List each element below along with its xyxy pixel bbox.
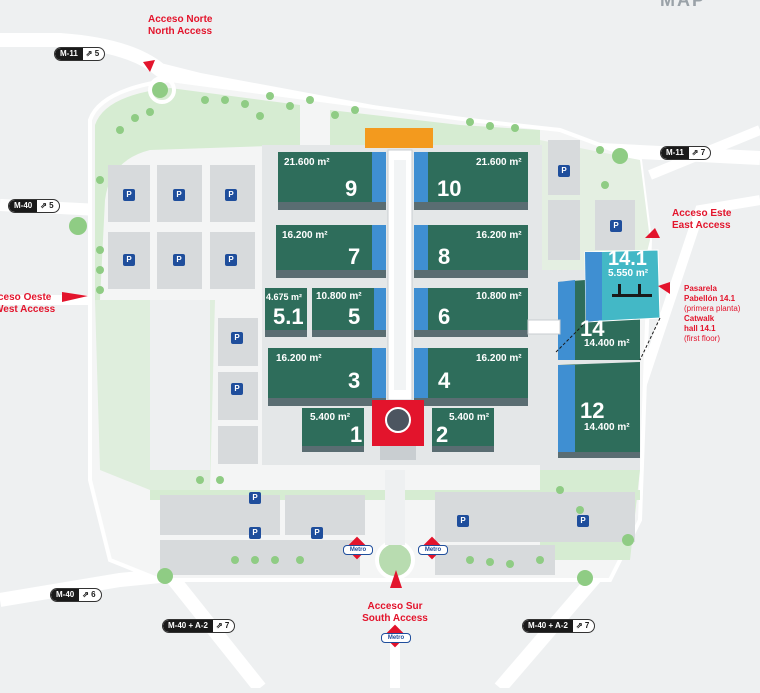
parking-icon[interactable]: P bbox=[123, 254, 135, 266]
parking-icon[interactable]: P bbox=[610, 220, 622, 232]
hall-area: 10.800 m² bbox=[316, 291, 362, 302]
parking-icon[interactable]: P bbox=[311, 527, 323, 539]
hall-area: 21.600 m² bbox=[284, 157, 330, 168]
metro-icon[interactable]: Metro bbox=[415, 536, 449, 560]
hall-number: 12 bbox=[580, 398, 605, 423]
parking-icon[interactable]: P bbox=[457, 515, 469, 527]
east-access-label[interactable]: Acceso Este East Access bbox=[672, 208, 732, 231]
west-access-label[interactable]: ceso Oeste West Access bbox=[0, 292, 56, 315]
hall-number: 9 bbox=[345, 176, 358, 201]
road-sign-m11-exit7: M-11⇗ 7 bbox=[660, 146, 712, 160]
hall-number: 5.1 bbox=[273, 304, 304, 329]
catwalk-callout: Pasarela Pabellón 14.1 (primera planta) … bbox=[684, 284, 741, 343]
hall-number: 14.1 bbox=[608, 248, 647, 270]
hall-area: 21.600 m² bbox=[476, 157, 522, 168]
hall-number: 4 bbox=[438, 368, 451, 393]
hall-area: 16.200 m² bbox=[276, 353, 322, 364]
road-sign-m40-exit5: M-40⇗ 5 bbox=[8, 199, 60, 213]
metro-icon[interactable]: Metro bbox=[378, 624, 412, 648]
hall-number: 1 bbox=[350, 422, 363, 447]
hall-area: 14.400 m² bbox=[584, 422, 630, 433]
parking-icon[interactable]: P bbox=[225, 254, 237, 266]
hall-area: 14.400 m² bbox=[584, 338, 630, 349]
hall-area: 16.200 m² bbox=[282, 230, 328, 241]
hall-number: 5 bbox=[348, 304, 361, 329]
hall-area: 5.400 m² bbox=[310, 412, 351, 423]
parking-icon[interactable]: P bbox=[231, 383, 243, 395]
south-access-label[interactable]: Acceso Sur South Access bbox=[362, 601, 428, 624]
parking-icon[interactable]: P bbox=[225, 189, 237, 201]
hall-area: 16.200 m² bbox=[476, 230, 522, 241]
hall-number: 8 bbox=[438, 244, 451, 269]
parking-icon[interactable]: P bbox=[231, 332, 243, 344]
parking-icon[interactable]: P bbox=[249, 527, 261, 539]
hall-number: 14 bbox=[580, 316, 605, 341]
hall-area: 16.200 m² bbox=[476, 353, 522, 364]
hall-number: 3 bbox=[348, 368, 361, 393]
hall-number: 7 bbox=[348, 244, 361, 269]
road-sign-m40a2-exit7-east: M-40 + A-2⇗ 7 bbox=[522, 619, 596, 633]
hall-number: 2 bbox=[436, 422, 449, 447]
road-sign-m40-exit6: M-40⇗ 6 bbox=[50, 588, 102, 602]
hall-area: 5.400 m² bbox=[449, 412, 490, 423]
parking-icon[interactable]: P bbox=[558, 165, 570, 177]
metro-icon[interactable]: Metro bbox=[340, 536, 374, 560]
hall-area: 5.550 m² bbox=[608, 268, 649, 279]
hall-area: 10.800 m² bbox=[476, 291, 522, 302]
map-title-fragment: MAP bbox=[660, 0, 706, 10]
hall-number: 6 bbox=[438, 304, 451, 329]
hall-area: 4.675 m² bbox=[266, 292, 303, 302]
road-sign-m40a2-exit7: M-40 + A-2⇗ 7 bbox=[162, 619, 236, 633]
road-sign-m11-exit5: M-11⇗ 5 bbox=[54, 47, 106, 61]
parking-icon[interactable]: P bbox=[123, 189, 135, 201]
parking-icon[interactable]: P bbox=[577, 515, 589, 527]
hall-number: 10 bbox=[437, 176, 462, 201]
north-access-label[interactable]: Acceso Norte North Access bbox=[148, 14, 213, 37]
parking-icon[interactable]: P bbox=[173, 254, 185, 266]
parking-icon[interactable]: P bbox=[249, 492, 261, 504]
parking-icon[interactable]: P bbox=[173, 189, 185, 201]
